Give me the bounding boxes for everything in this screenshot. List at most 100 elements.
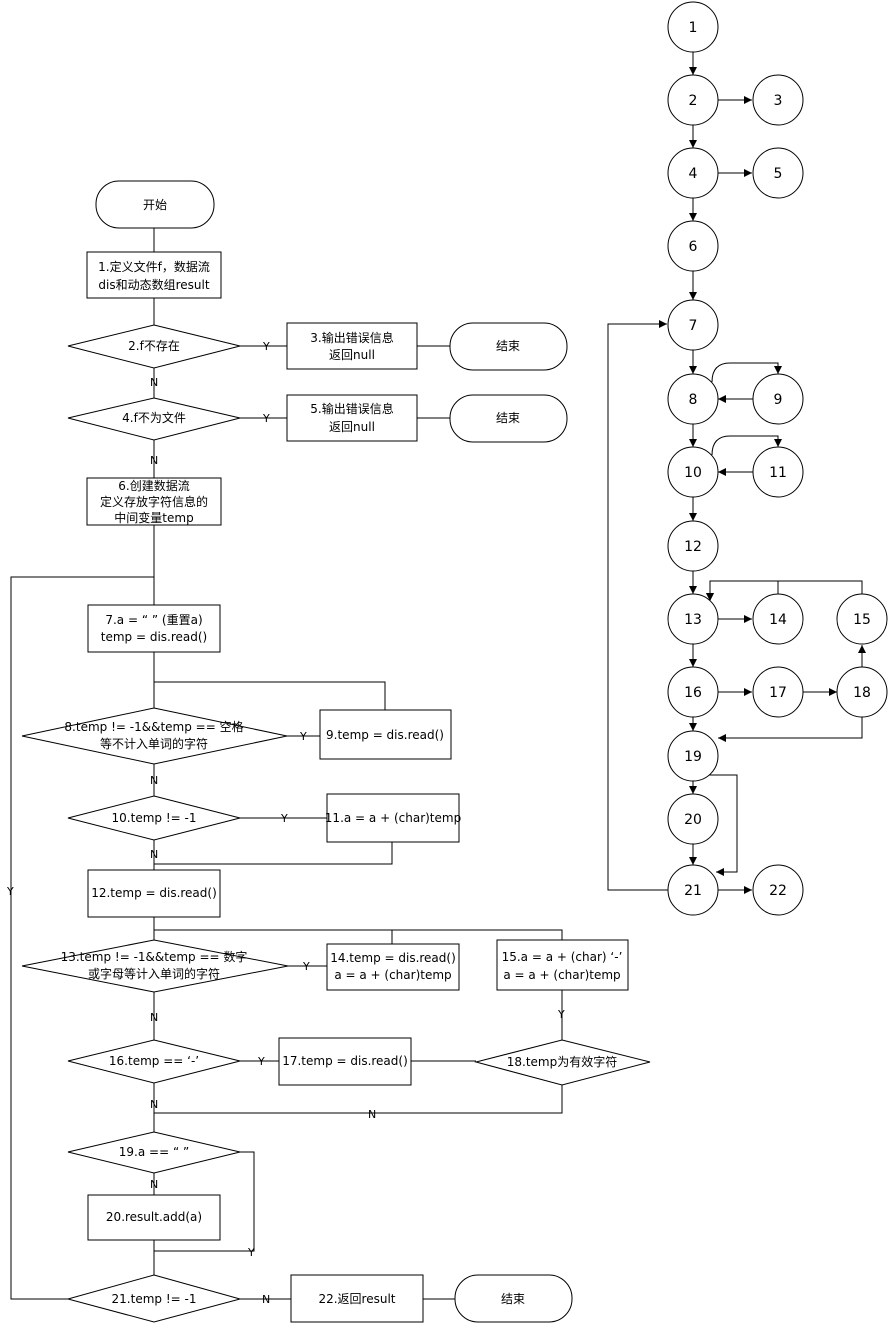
step-3-line-1: 3.输出错误信息: [310, 330, 393, 345]
cfg-node-label: 9: [774, 392, 783, 408]
step-16-decision: 16.temp == ‘-’: [67, 1039, 241, 1084]
step-22-box: 22.返回result: [290, 1274, 424, 1323]
flowchart: Y N Y N Y N Y N Y N Y Y N N N Y N Y 开始 1: [6, 180, 651, 1323]
step-17-label: 17.temp = dis.read(): [282, 1054, 408, 1068]
end-label: 结束: [496, 339, 520, 353]
edge-label-n: N: [150, 376, 158, 389]
cfg-node-circle: [667, 520, 719, 572]
cfg-node-circle: [752, 593, 804, 645]
cfg-node-label: 17: [769, 685, 787, 701]
cfg-node-circle: [667, 446, 719, 498]
edge-label-n: N: [150, 1178, 158, 1191]
step-21-label: 21.temp != -1: [112, 1292, 197, 1306]
edge-label-y: Y: [280, 812, 288, 825]
step-14-line-2: a = a + (char)temp: [334, 968, 451, 982]
cfg-node-label: 2: [689, 93, 698, 109]
cfg-node-circle: [667, 730, 719, 782]
step-9-label: 9.temp = dis.read(): [326, 728, 444, 742]
cfg-node-3: 3: [752, 74, 804, 126]
step-22-label: 22.返回result: [318, 1292, 395, 1306]
step-9-box: 9.temp = dis.read(): [319, 709, 452, 760]
step-4-label: 4.f不为文件: [122, 410, 186, 425]
cfg-node-circle: [836, 666, 888, 718]
cfg-node-17: 17: [752, 666, 804, 718]
cfg-node-label: 3: [774, 93, 783, 109]
edge-label-y: Y: [6, 885, 14, 898]
cfg-node-circle: [836, 593, 888, 645]
end-terminal-1: 结束: [449, 322, 568, 371]
cfg-node-19: 19: [667, 730, 719, 782]
step-18-label: 18.temp为有效字符: [507, 1054, 617, 1069]
edge-label-y: Y: [557, 1008, 565, 1021]
step-13-line-2: 或字母等计入单词的字符: [88, 966, 220, 981]
cfg-node-circle: [752, 373, 804, 425]
cfg-node-circle: [667, 1, 719, 53]
step-16-label: 16.temp == ‘-’: [109, 1054, 199, 1068]
cfg-node-circle: [752, 74, 804, 126]
cfg-node-label: 4: [689, 166, 698, 182]
edge-label-n: N: [150, 454, 158, 467]
cfg-node-16: 16: [667, 666, 719, 718]
step-19-label: 19.a == “ ”: [119, 1145, 189, 1159]
edge-label-n: N: [368, 1108, 376, 1121]
cfg-node-9: 9: [752, 373, 804, 425]
step-11-box: 11.a = a + (char)temp: [325, 793, 461, 843]
cfg-node-1: 1: [667, 1, 719, 53]
cfg-node-circle: [667, 220, 719, 272]
cfg-node-circle: [667, 593, 719, 645]
step-15-line-1: 15.a = a + (char) ‘-’: [502, 950, 623, 964]
cfg-node-label: 19: [684, 749, 702, 765]
edge-label-y: Y: [247, 1246, 255, 1259]
step-13-line-1: 13.temp != -1&&temp == 数字: [61, 949, 248, 964]
cfg-node-circle: [752, 147, 804, 199]
step-21-decision: 21.temp != -1: [66, 1274, 242, 1323]
cfg-node-label: 7: [689, 318, 698, 334]
flowchart-edge-labels: Y N Y N Y N Y N Y N Y Y N N N Y N Y: [6, 340, 565, 1306]
cfg-node-13: 13: [667, 593, 719, 645]
cfg-node-circle: [667, 373, 719, 425]
cfg-node-label: 12: [684, 539, 702, 555]
step-3-box: 3.输出错误信息 返回null: [286, 322, 418, 370]
end-terminal-3: 结束: [454, 1274, 573, 1323]
edge-label-y: Y: [262, 412, 270, 425]
step-20-label: 20.result.add(a): [106, 1210, 202, 1224]
cfg-edges: [607, 52, 866, 894]
step-6-box: 6.创建数据流 定义存放字符信息的 中间变量temp: [86, 477, 222, 526]
cfg-node-label: 18: [853, 685, 871, 701]
cfg-node-6: 6: [667, 220, 719, 272]
cfg-node-label: 21: [684, 883, 702, 899]
cfg-node-label: 10: [684, 465, 702, 481]
cfg-node-label: 22: [769, 883, 787, 899]
cfg-node-22: 22: [752, 864, 804, 916]
cfg-node-circle: [667, 147, 719, 199]
end-label: 结束: [501, 1292, 525, 1306]
step-1-line-1: 1.定义文件f，数据流: [98, 259, 210, 274]
cfg-node-circle: [667, 864, 719, 916]
step-17-box: 17.temp = dis.read(): [278, 1037, 412, 1086]
step-13-decision: 13.temp != -1&&temp == 数字 或字母等计入单词的字符: [21, 939, 289, 993]
cfg-node-circle: [667, 666, 719, 718]
cfg-node-label: 5: [774, 166, 783, 182]
cfg-node-label: 15: [853, 612, 871, 628]
step-12-label: 12.temp = dis.read(): [91, 886, 217, 900]
step-6-line-1: 6.创建数据流: [118, 478, 189, 493]
cfg-node-14: 14: [752, 593, 804, 645]
edge-label-n: N: [150, 1098, 158, 1111]
step-10-decision: 10.temp != -1: [67, 795, 241, 841]
cfg-node-7: 7: [667, 299, 719, 351]
edge-label-y: Y: [262, 340, 270, 353]
step-2-label: 2.f不存在: [128, 339, 180, 353]
cfg-node-4: 4: [667, 147, 719, 199]
step-8-line-1: 8.temp != -1&&temp == 空格: [64, 719, 243, 734]
cfg-node-label: 1: [689, 20, 698, 36]
step-15-box: 15.a = a + (char) ‘-’ a = a + (char)temp: [496, 939, 629, 991]
step-15-line-2: a = a + (char)temp: [503, 968, 620, 982]
edge-label-y: Y: [299, 730, 307, 743]
step-11-label: 11.a = a + (char)temp: [325, 811, 461, 825]
end-terminal-2: 结束: [449, 394, 568, 443]
cfg-node-label: 8: [689, 392, 698, 408]
step-19-decision: 19.a == “ ”: [67, 1131, 241, 1174]
cfg-node-20: 20: [667, 793, 719, 845]
